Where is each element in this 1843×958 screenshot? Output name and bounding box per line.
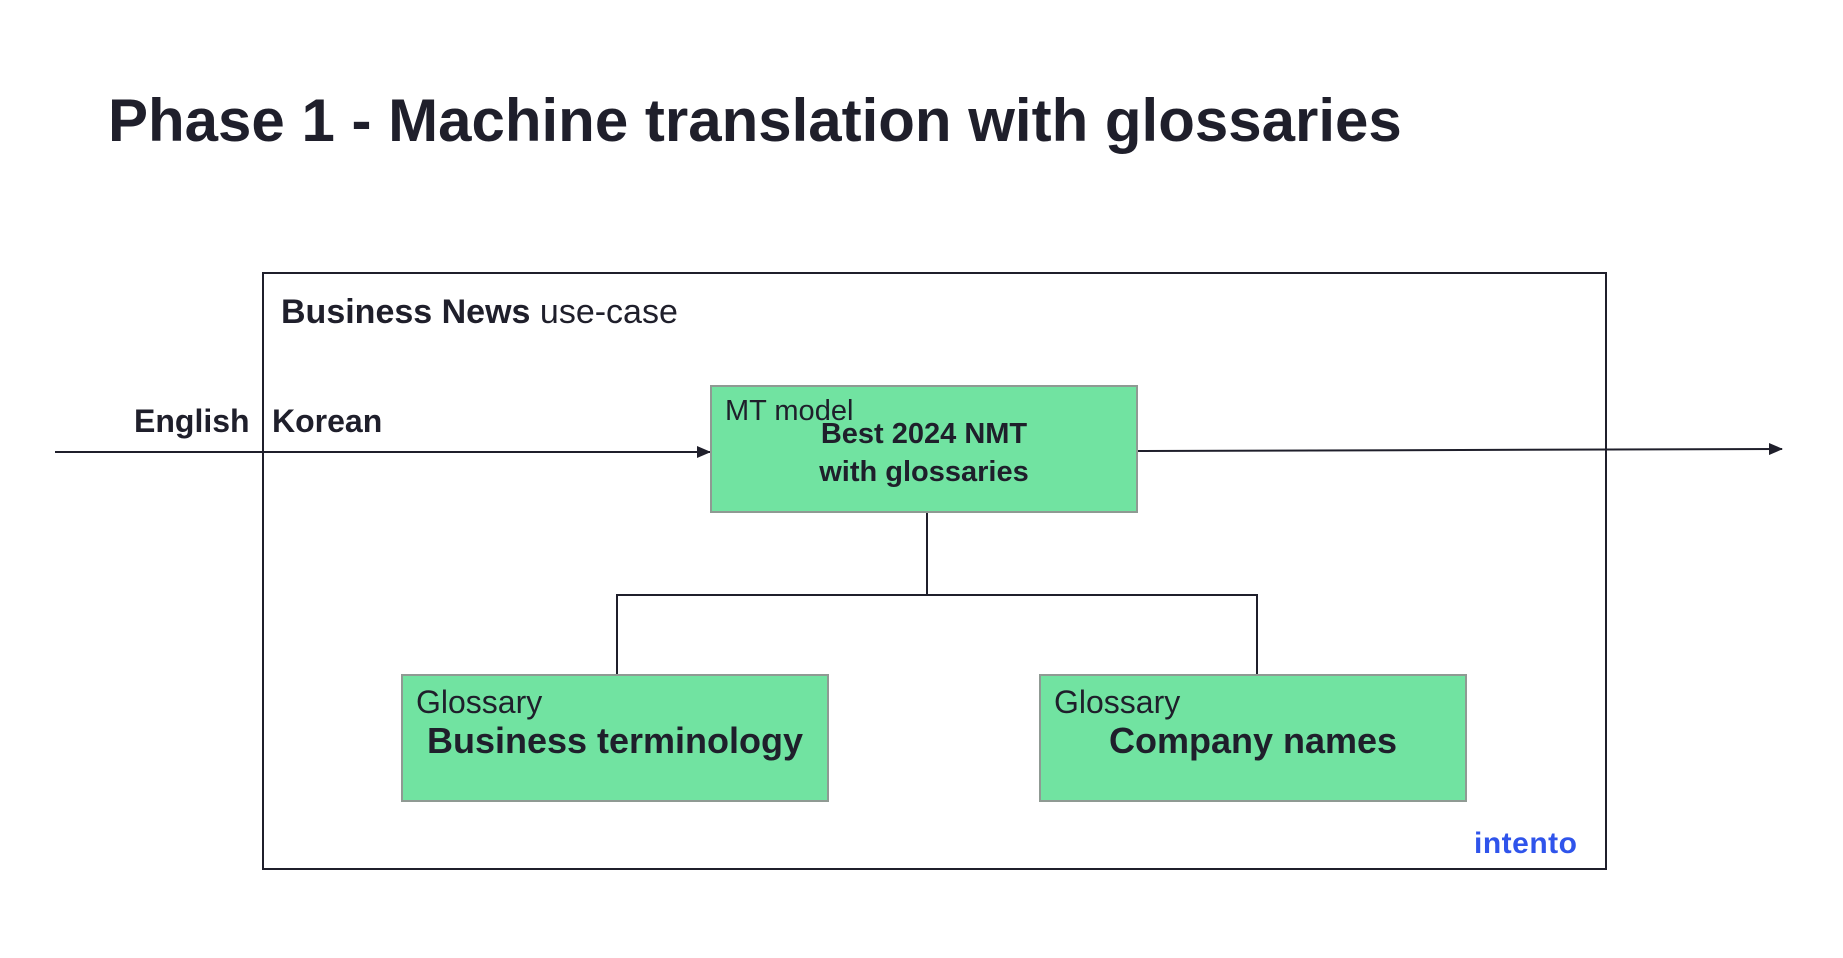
glossary-box-business-terminology: Glossary Business terminology [401, 674, 829, 802]
mt-model-title-line2: with glossaries [819, 456, 1029, 488]
glossary-branch-connector [616, 594, 1258, 674]
page-title: Phase 1 - Machine translation with gloss… [108, 87, 1402, 154]
mt-model-title-line1: Best 2024 NMT [820, 418, 1028, 450]
glossary-caption: Glossary [416, 684, 543, 720]
glossary-name: Company names [1108, 720, 1398, 761]
glossary-caption: Glossary [1054, 684, 1181, 720]
usecase-frame [262, 272, 1607, 870]
intento-logo: intento [1474, 827, 1578, 860]
glossary-box-company-names: Glossary Company names [1039, 674, 1467, 802]
source-language-label: English [134, 403, 250, 439]
usecase-suffix: use-case [539, 293, 678, 331]
mt-model-title: Best 2024 NMT with glossaries [712, 415, 1136, 491]
glossary-name: Business terminology [426, 720, 804, 761]
mt-model-caption: MT model [725, 395, 854, 427]
target-language-label: Korean [272, 403, 383, 439]
usecase-label: Business News use-case [281, 293, 678, 332]
output-arrow [1137, 443, 1783, 456]
usecase-name: Business News [281, 293, 531, 331]
mt-model-box: MT model Best 2024 NMT with glossaries [710, 385, 1138, 513]
